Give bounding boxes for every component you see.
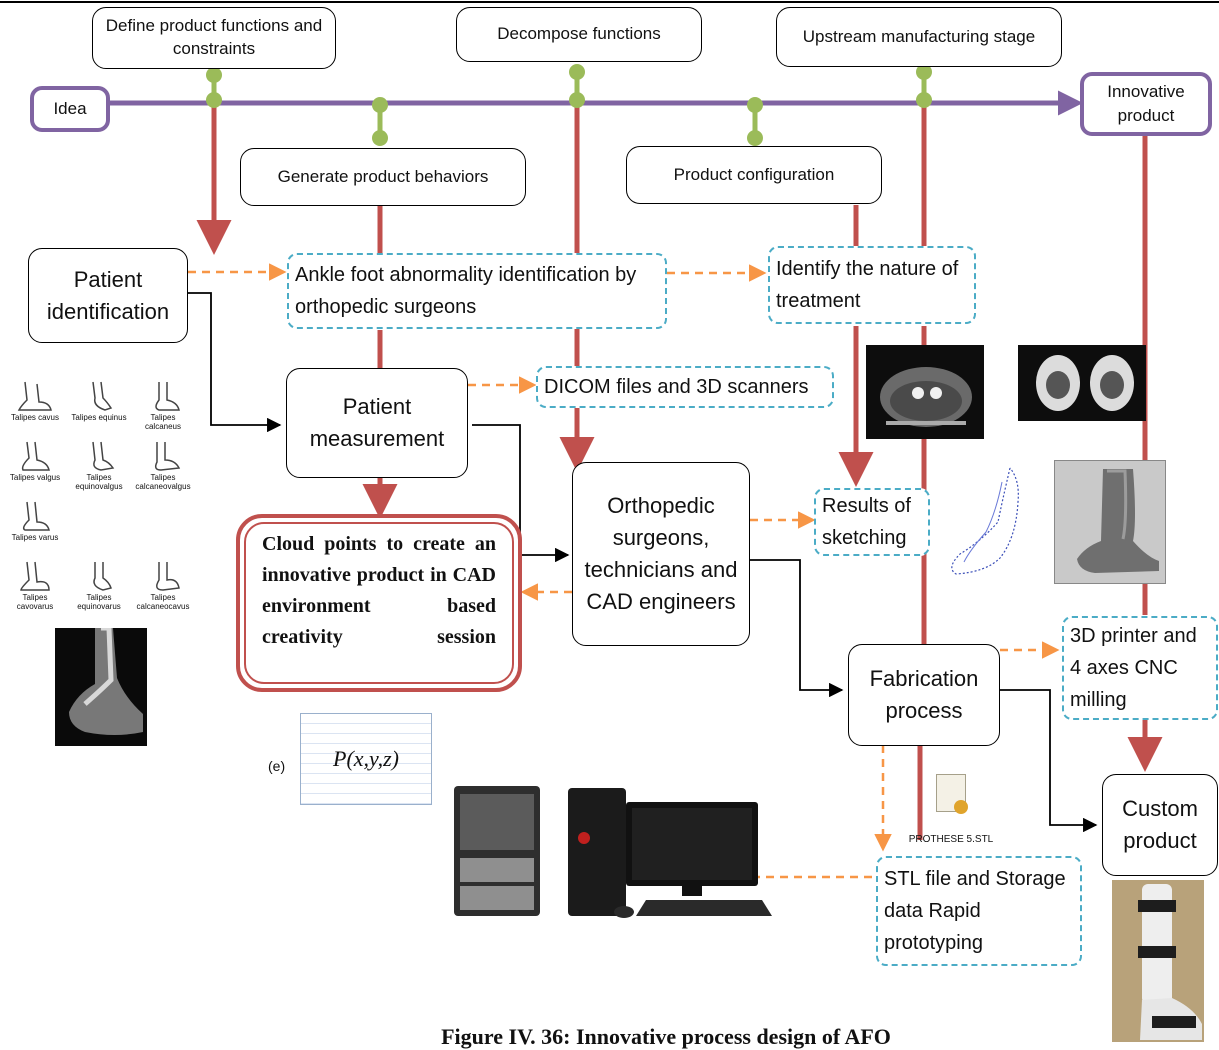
stage-define-functions: Define product functions and constraints [92, 7, 336, 69]
dicom-box: DICOM files and 3D scanners [536, 366, 834, 408]
treatment-nature-box: Identify the nature of treatment [768, 246, 976, 324]
formula-text: P(x,y,z) [333, 746, 399, 771]
foot-label: Talipes equinus [71, 413, 127, 423]
stl-file-image: PROTHESE 5.STL [908, 750, 994, 848]
cloud-points-text: Cloud points to create an innovative pro… [244, 522, 514, 684]
figure-caption: Figure IV. 36: Innovative process design… [441, 1024, 891, 1049]
timeline-innovative-product: Innovative product [1080, 72, 1212, 136]
abnormality-identification-box: Ankle foot abnormality identification by… [287, 253, 667, 329]
foot-label: Talipes calcaneus [144, 413, 182, 431]
patient-measurement-box: Patient measurement [286, 368, 468, 478]
custom-product-photo [1112, 880, 1204, 1042]
ct-scan-image-2 [1018, 345, 1146, 421]
custom-product-box: Custom product [1102, 774, 1218, 876]
foot-label: Talipes cavus [10, 413, 60, 423]
xray-foot-image [55, 628, 147, 746]
seal-icon [954, 800, 968, 814]
printer-cnc-box: 3D printer and 4 axes CNC milling [1062, 616, 1218, 720]
fabrication-process-box: Fabrication process [848, 644, 1000, 746]
foot-label: Talipes calcaneovalgus [135, 473, 191, 491]
top-rule [0, 1, 1219, 3]
connector-nodes [206, 64, 932, 146]
stage-upstream-manufacturing: Upstream manufacturing stage [776, 7, 1062, 67]
sketching-results-box: Results of sketching [814, 488, 930, 556]
foot-label: Talipes valgus [9, 473, 61, 483]
foot-label: Talipes varus [11, 533, 59, 543]
foot-label: Talipes equinovarus [77, 593, 121, 611]
stl-storage-box: STL file and Storage data Rapid prototyp… [876, 856, 1082, 966]
computer-image [562, 782, 774, 926]
certificate-icon [936, 774, 966, 812]
formula-card: P(x,y,z) [300, 713, 432, 805]
3d-printer-image [450, 782, 545, 920]
patient-identification-box: Patient identification [28, 248, 188, 343]
foot-label: Talipes cavovarus [16, 593, 54, 611]
team-box: Orthopedic surgeons, technicians and CAD… [572, 462, 750, 646]
timeline-idea: Idea [30, 86, 110, 132]
afo-cad-model-image [1054, 460, 1166, 584]
ct-scan-image-1 [866, 345, 984, 439]
stl-file-label: PROTHESE 5.STL [908, 834, 994, 845]
foot-deformities-illustration: Talipes cavus Talipes equinus Talipes ca… [5, 380, 195, 620]
stage-decompose-functions: Decompose functions [456, 7, 702, 62]
orthosis-sketch-image [940, 462, 1032, 582]
foot-label: Talipes calcaneocavus [136, 593, 190, 611]
cloud-points-box: Cloud points to create an innovative pro… [236, 514, 522, 692]
formula-tag: (e) [268, 758, 286, 774]
foot-label: Talipes equinovalgus [75, 473, 123, 491]
stage-product-configuration: Product configuration [626, 146, 882, 204]
stage-generate-behaviors: Generate product behaviors [240, 148, 526, 206]
